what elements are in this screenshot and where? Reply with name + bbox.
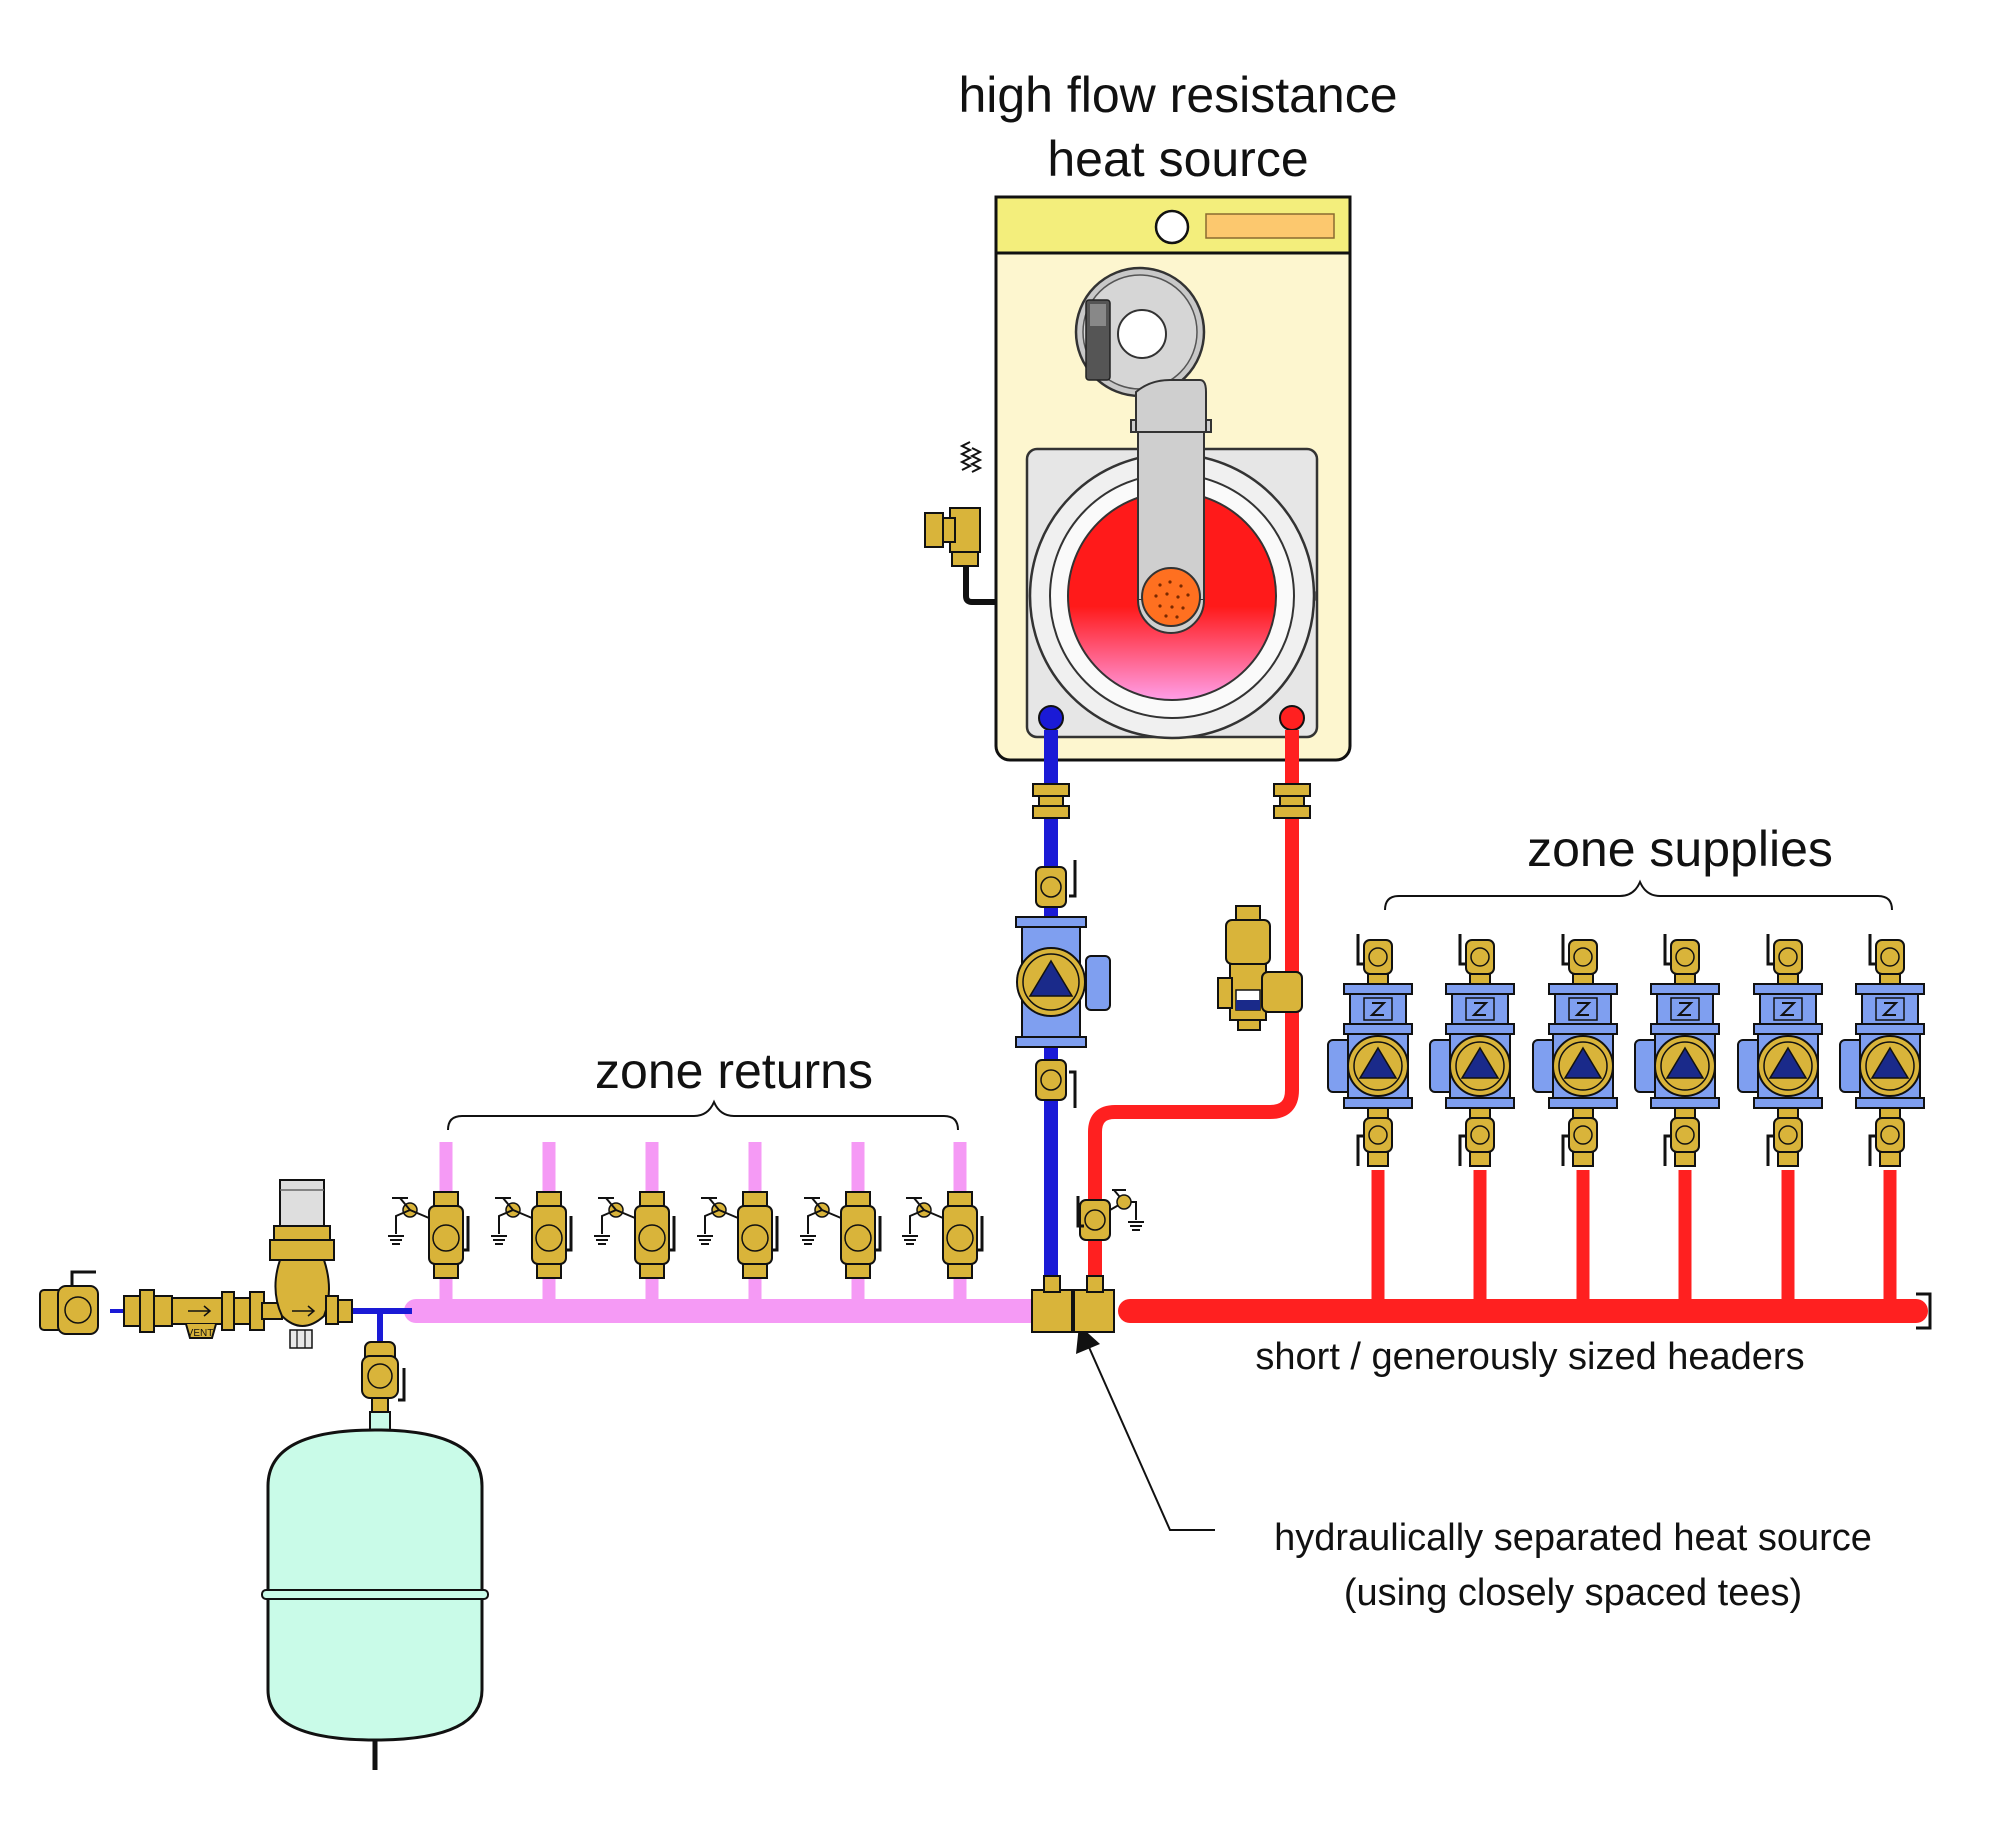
zone-return-group <box>388 1142 984 1300</box>
pressure-reducing-valve-icon <box>261 1179 353 1349</box>
zone-return-valve-icon <box>902 1142 984 1300</box>
boiler-supply-pipe <box>1088 730 1299 1290</box>
tank-isolation-valve-icon <box>361 1341 406 1431</box>
backflow-preventer-icon: VENT <box>123 1289 265 1339</box>
zone-returns-brace <box>447 1099 959 1131</box>
closely-spaced-tee-left <box>1031 1289 1073 1333</box>
separation-note-line2: (using closely spaced tees) <box>1344 1572 1802 1614</box>
vent-tag: VENT <box>187 1328 214 1339</box>
separation-note-line1: hydraulically separated heat source <box>1274 1517 1872 1559</box>
zone-returns-label: zone returns <box>595 1043 873 1099</box>
zone-return-valve-icon <box>491 1142 573 1300</box>
expansion-tank-icon <box>261 1428 489 1770</box>
pressure-relief-valve-icon <box>924 441 996 605</box>
air-vent-icon <box>1217 905 1303 1031</box>
zone-supplies-brace <box>1384 879 1893 911</box>
ball-valve-icon <box>39 1270 99 1335</box>
boiler-circulator-pump-icon <box>1015 860 1111 1108</box>
heat-source-title-line2: heat source <box>1047 131 1308 187</box>
zone-supply-circulator-icon <box>1737 934 1823 1300</box>
burner-icon <box>1074 266 1212 634</box>
headers-note: short / generously sized headers <box>1255 1336 1804 1378</box>
zone-return-valve-icon <box>594 1142 676 1300</box>
heat-source-title-line1: high flow resistance <box>958 67 1397 123</box>
purge-valve-icon <box>1076 1189 1144 1241</box>
zone-return-valve-icon <box>800 1142 882 1300</box>
zone-supply-circulator-icon <box>1634 934 1720 1300</box>
zone-supply-circulator-icon <box>1839 934 1925 1300</box>
separation-leader-line <box>1087 1344 1215 1531</box>
zone-supplies-label: zone supplies <box>1527 821 1833 877</box>
zone-supply-circulator-icon <box>1429 934 1515 1300</box>
zone-return-valve-icon <box>388 1142 470 1300</box>
zone-return-valve-icon <box>697 1142 779 1300</box>
zone-supply-circulator-icon <box>1532 934 1618 1300</box>
zone-supply-group <box>1327 934 1925 1300</box>
boiler-icon <box>924 195 1352 762</box>
zone-supply-circulator-icon <box>1327 934 1413 1300</box>
closely-spaced-tee-right <box>1073 1289 1115 1333</box>
